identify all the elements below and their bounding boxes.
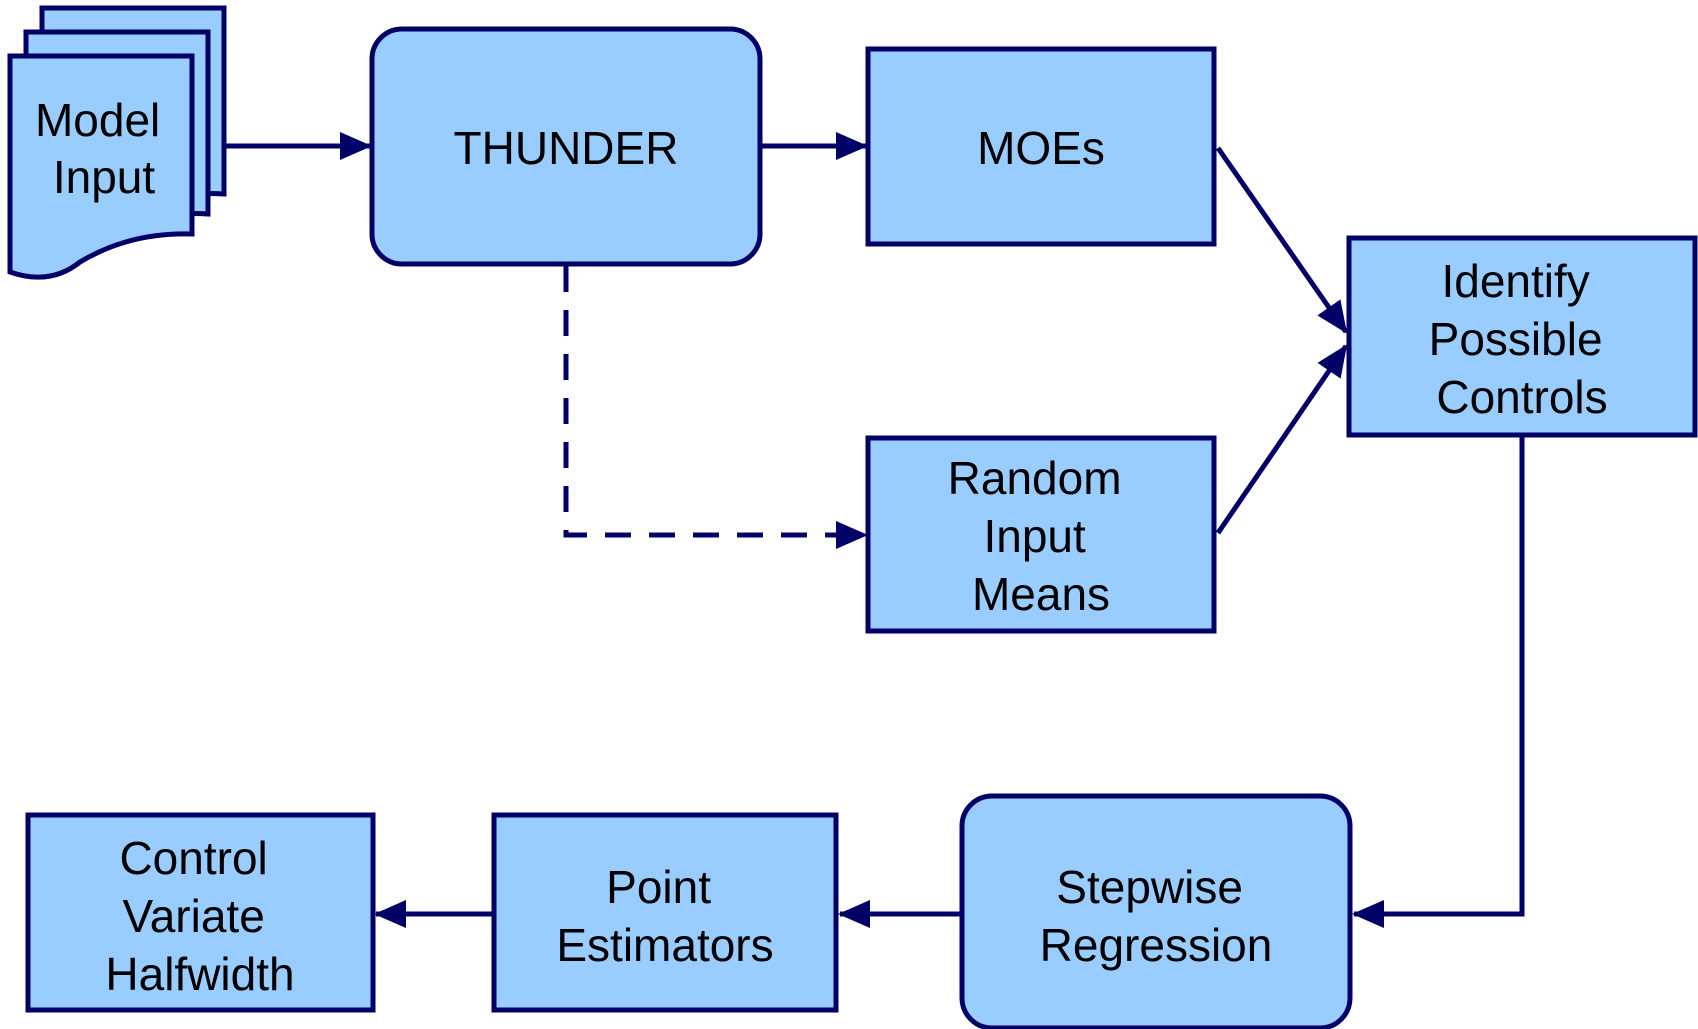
stepwise-regression-label: Stepwise Regression bbox=[1040, 861, 1273, 971]
point-estimators-label: Point Estimators bbox=[556, 861, 773, 971]
random-input-means-label-line-3: Means bbox=[972, 568, 1110, 620]
point-estimators-box bbox=[491, 812, 839, 1013]
edge-identify-possible-controls-to-stepwise-regression bbox=[1352, 436, 1525, 928]
node-model-input: Model Input bbox=[7, 5, 227, 280]
node-thunder: THUNDER bbox=[369, 26, 763, 267]
model-input-label-line-1: Model bbox=[35, 94, 160, 146]
identify-possible-controls-box bbox=[1346, 235, 1698, 438]
moes-label: MOEs bbox=[977, 122, 1105, 174]
edge-random-input-means-to-identify-possible-controls bbox=[1215, 344, 1349, 535]
document-sheet-front bbox=[7, 53, 195, 280]
random-input-means-box bbox=[865, 435, 1217, 634]
stepwise-regression-box bbox=[959, 793, 1353, 1029]
random-input-means-label-line-1: Random bbox=[948, 452, 1122, 504]
stepwise-regression-label-line-2: Regression bbox=[1040, 919, 1273, 971]
stepwise-regression-label-line-1: Stepwise bbox=[1056, 861, 1243, 913]
edge-thunder-to-random-input-means bbox=[563, 266, 868, 549]
identify-possible-controls-label-line-1: Identify bbox=[1441, 255, 1589, 307]
model-input-label: Model Input bbox=[35, 94, 173, 203]
node-random-input-means: Random Input Means bbox=[865, 435, 1217, 634]
identify-possible-controls-label: Identify Possible Controls bbox=[1429, 255, 1616, 423]
identify-possible-controls-label-line-2: Possible bbox=[1429, 313, 1603, 365]
control-variate-halfwidth-label-line-1: Control bbox=[119, 832, 267, 884]
point-estimators-label-line-1: Point bbox=[606, 861, 711, 913]
control-variate-halfwidth-label-line-2: Variate bbox=[122, 890, 264, 942]
node-point-estimators: Point Estimators bbox=[491, 812, 839, 1013]
edge-moes-to-identify-possible-controls bbox=[1215, 146, 1349, 334]
node-control-variate-halfwidth: Control Variate Halfwidth bbox=[25, 812, 376, 1013]
node-moes: MOEs bbox=[865, 46, 1217, 247]
edges-group bbox=[224, 132, 1525, 928]
moes-box bbox=[865, 46, 1217, 247]
thunder-label-line-1: THUNDER bbox=[454, 122, 679, 174]
control-variate-halfwidth-label-line-3: Halfwidth bbox=[105, 948, 294, 1000]
thunder-label: THUNDER bbox=[454, 122, 679, 174]
identify-possible-controls-label-line-3: Controls bbox=[1436, 371, 1607, 423]
random-input-means-label: Random Input Means bbox=[948, 452, 1135, 620]
node-identify-possible-controls: Identify Possible Controls bbox=[1346, 235, 1698, 438]
node-stepwise-regression: Stepwise Regression bbox=[959, 793, 1353, 1029]
model-input-label-line-2: Input bbox=[53, 151, 156, 203]
thunder-box bbox=[369, 26, 763, 267]
control-variate-halfwidth-label: Control Variate Halfwidth bbox=[105, 832, 294, 1000]
control-variate-halfwidth-box bbox=[25, 812, 376, 1013]
moes-label-line-1: MOEs bbox=[977, 122, 1105, 174]
random-input-means-label-line-2: Input bbox=[983, 510, 1086, 562]
point-estimators-label-line-2: Estimators bbox=[556, 919, 773, 971]
